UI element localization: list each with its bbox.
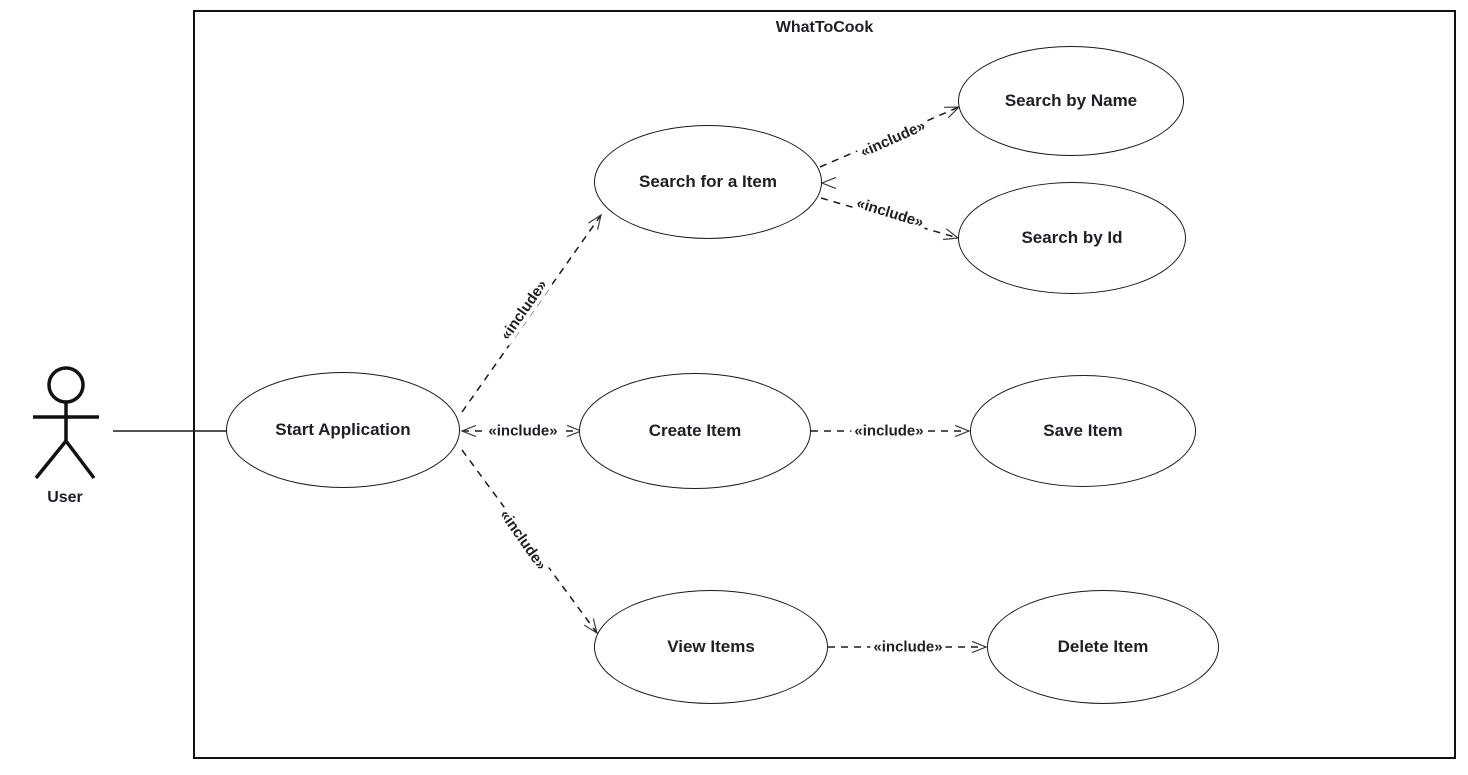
usecase-label: Delete Item [1057,637,1149,656]
usecase-start-application: Start Application [226,372,460,488]
usecase-label: View Items [667,637,755,656]
usecase-view-items: View Items [594,590,828,704]
include-label-start-to-create-item: «include» [485,422,561,440]
actor-name-label: User [47,489,83,506]
usecase-label: Search by Name [1004,91,1138,110]
usecase-delete-item: Delete Item [987,590,1219,704]
system-title: WhatToCook [775,19,874,36]
usecase-label: Start Application [275,420,411,439]
include-label-create-item-to-save-item: «include» [851,422,927,440]
include-label-view-items-to-delete-item: «include» [870,638,946,656]
usecase-label: Search by Id [1021,228,1123,247]
usecase-search-by-name: Search by Name [958,46,1184,156]
usecase-save-item: Save Item [970,375,1196,487]
actor-head [47,366,85,404]
usecase-search-for-a-item: Search for a Item [594,125,822,239]
actor-right-leg [64,439,96,480]
usecase-label: Save Item [1043,421,1123,440]
usecase-search-by-id: Search by Id [958,182,1186,294]
usecase-create-item: Create Item [579,373,811,489]
usecase-label: Search for a Item [639,172,777,191]
usecase-label: Create Item [648,421,742,440]
actor-figure-icon [33,366,99,480]
actor-left-leg [34,439,68,480]
